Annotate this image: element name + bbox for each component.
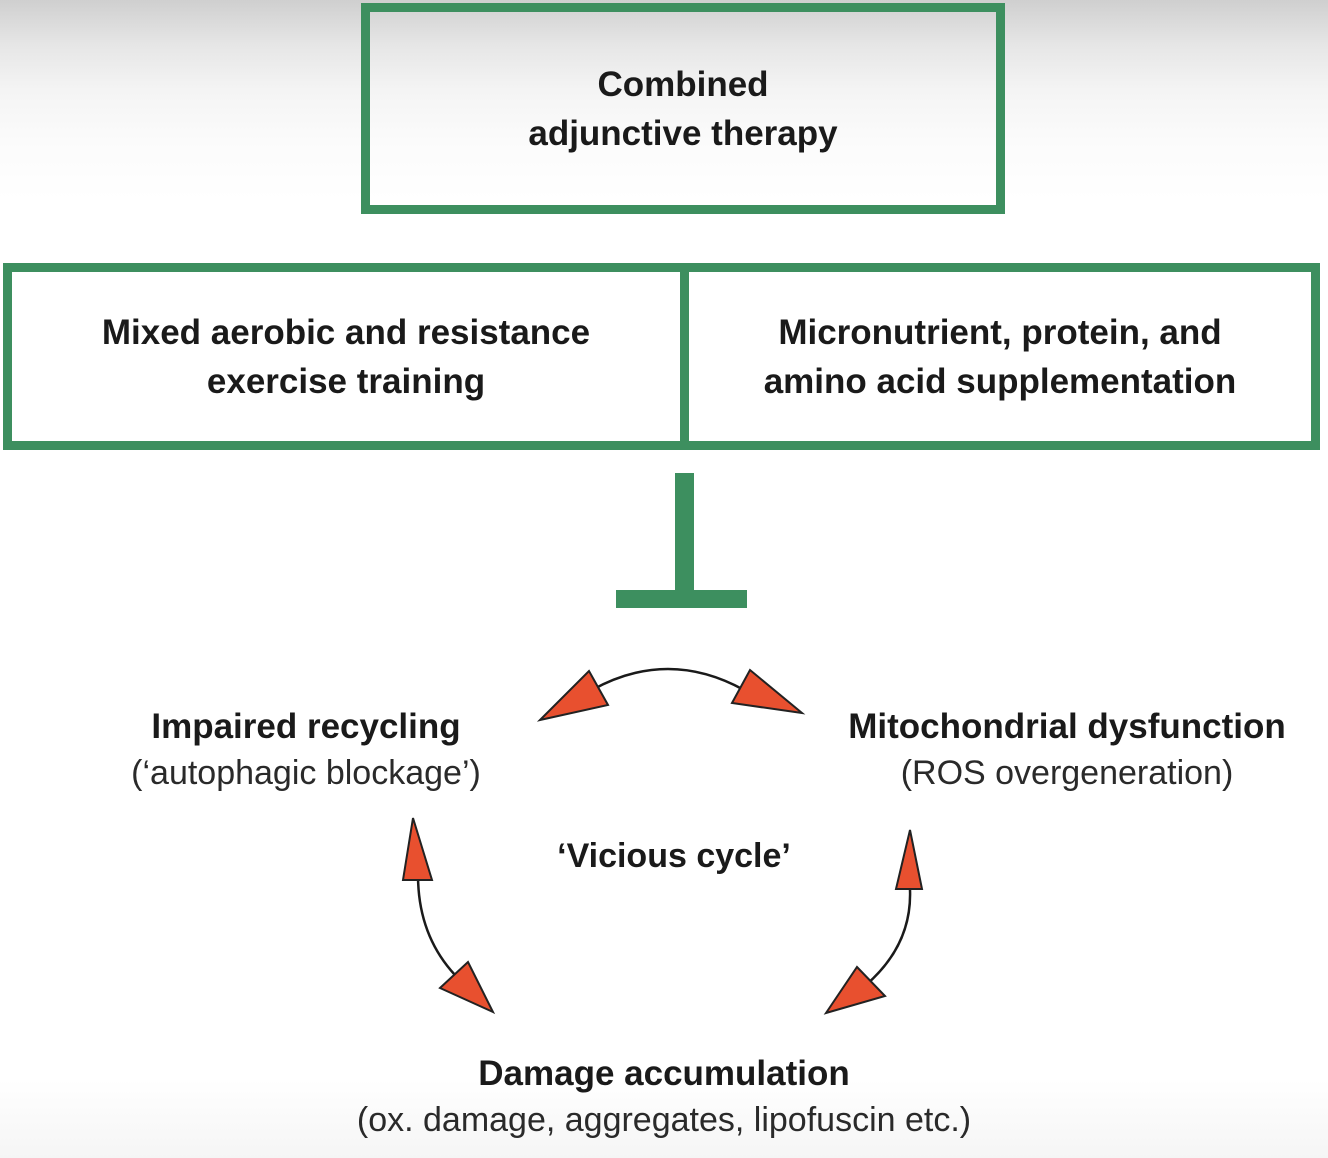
exercise-training-label: Mixed aerobic and resistance exercise tr… — [101, 312, 591, 401]
inhibitor-bar — [616, 590, 747, 608]
mitochondrial-dysfunction-node: Mitochondrial dysfunction (ROS overgener… — [816, 704, 1318, 796]
arrowhead-right-top — [730, 668, 806, 715]
inhibition-symbol — [616, 473, 747, 608]
damage-accumulation-subtitle: (ox. damage, aggregates, lipofuscin etc.… — [356, 1101, 972, 1139]
combined-therapy-label: Combined adjunctive therapy — [528, 64, 838, 153]
vicious-cycle-label: ‘Vicious cycle’ — [557, 837, 791, 875]
arrow-recycling-mitochondria — [536, 667, 806, 722]
arrowhead-left-down — [438, 960, 496, 1015]
arrowhead-right-up — [894, 829, 924, 890]
impaired-recycling-title: Impaired recycling — [151, 707, 461, 746]
impaired-recycling-node: Impaired recycling (‘autophagic blockage… — [86, 704, 526, 796]
inhibitor-stem — [675, 473, 694, 601]
exercise-training-box: Mixed aerobic and resistance exercise tr… — [3, 263, 689, 450]
supplementation-label: Micronutrient, protein, and amino acid s… — [763, 312, 1237, 401]
arrow-recycling-damage — [401, 817, 496, 1015]
mitochondrial-dysfunction-subtitle: (ROS overgeneration) — [900, 754, 1234, 792]
damage-accumulation-node: Damage accumulation (ox. damage, aggrega… — [264, 1051, 1064, 1143]
combined-therapy-box: Combined adjunctive therapy — [361, 3, 1005, 214]
arrowhead-left-top — [536, 669, 610, 722]
arrowhead-left-up — [401, 817, 434, 881]
impaired-recycling-subtitle: (‘autophagic blockage’) — [131, 754, 481, 792]
damage-accumulation-title: Damage accumulation — [478, 1054, 850, 1093]
arrowhead-right-down — [823, 965, 887, 1015]
mitochondrial-dysfunction-title: Mitochondrial dysfunction — [848, 707, 1286, 746]
supplementation-box: Micronutrient, protein, and amino acid s… — [680, 263, 1320, 450]
arrow-damage-mitochondria — [823, 829, 924, 1015]
